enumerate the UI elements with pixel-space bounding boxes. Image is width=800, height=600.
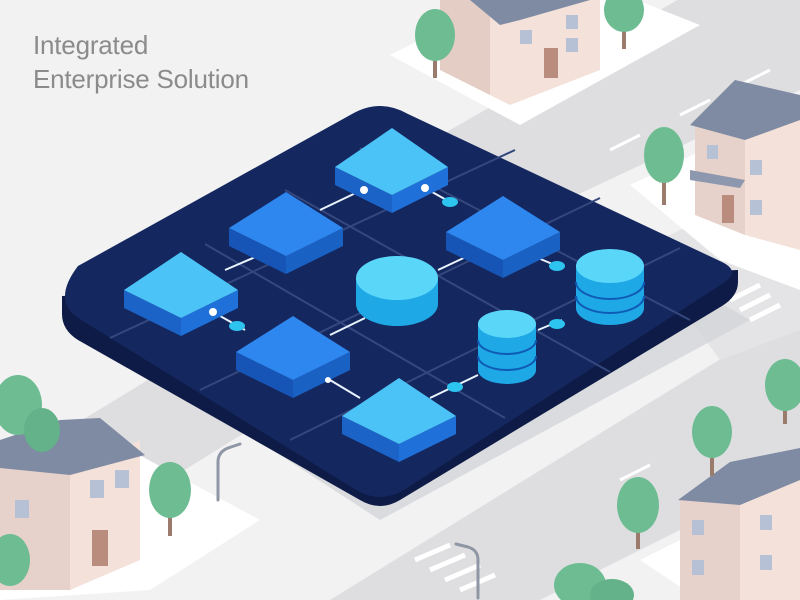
tree <box>604 0 644 49</box>
house-door <box>92 530 108 566</box>
house-roof <box>678 448 800 505</box>
connector-node <box>447 382 463 392</box>
house-window <box>750 160 762 175</box>
module-bottom-center <box>342 378 456 462</box>
house-window <box>115 470 129 488</box>
house-wall-front <box>740 478 800 600</box>
house-roof <box>470 0 590 25</box>
tree <box>692 406 732 476</box>
connector-node <box>421 184 429 192</box>
title-line-2: Enterprise Solution <box>33 64 249 94</box>
crosswalk-stripe <box>748 302 782 323</box>
tree <box>590 579 634 600</box>
crosswalk-stripe <box>738 292 772 313</box>
crosswalk-stripe <box>429 552 466 573</box>
house-window <box>692 560 704 575</box>
road-markings <box>414 68 782 593</box>
page-title: Integrated Enterprise Solution <box>33 28 249 96</box>
house-roof <box>690 80 800 140</box>
tree <box>765 359 800 424</box>
house-door <box>722 195 734 223</box>
module-upper-right <box>446 196 560 278</box>
house-window <box>750 200 762 215</box>
house-window <box>520 30 532 44</box>
databases <box>356 249 645 384</box>
house-window <box>15 500 29 518</box>
house-window <box>760 555 772 570</box>
house-window <box>760 515 772 530</box>
house-awning <box>690 170 745 188</box>
house-window <box>566 38 578 52</box>
database-right <box>575 249 645 325</box>
connector-node <box>229 321 245 331</box>
connector-nodes <box>209 184 565 392</box>
module-lower-left <box>236 316 350 398</box>
street-lamp <box>216 442 242 502</box>
tree <box>149 462 191 536</box>
street-lamps <box>216 442 480 600</box>
lane-dash <box>609 133 641 152</box>
house-door <box>544 48 558 78</box>
tree <box>24 408 60 452</box>
tree <box>415 9 455 78</box>
crosswalk-stripe <box>728 282 762 303</box>
title-line-1: Integrated <box>33 30 149 60</box>
house-right <box>690 80 800 250</box>
lane-dash <box>679 98 711 117</box>
module-upper-left <box>229 192 343 274</box>
connector-node <box>442 197 458 207</box>
tree <box>0 534 30 586</box>
grid-line <box>284 189 611 373</box>
tree <box>644 127 684 205</box>
house-bottom-left <box>0 418 145 590</box>
crosswalk-stripe <box>444 562 481 583</box>
house-window <box>707 145 718 159</box>
street-lamp <box>454 542 480 600</box>
house-bottom-right <box>678 448 800 600</box>
crosswalk-stripe <box>414 542 451 563</box>
connector-line <box>329 317 366 336</box>
lane-dash <box>619 463 651 482</box>
connector-node <box>209 308 217 316</box>
connector-node <box>325 377 331 383</box>
modules <box>124 128 560 462</box>
house-window <box>566 15 578 29</box>
connector-node <box>549 319 565 329</box>
connector-node <box>360 186 368 194</box>
house-top <box>440 0 600 105</box>
house-wall-side <box>680 500 740 600</box>
connector-node <box>549 261 565 271</box>
house-window <box>692 520 704 535</box>
database-lower-right <box>477 310 537 384</box>
house-window <box>90 480 104 498</box>
database-center <box>356 256 438 326</box>
connector-line <box>329 379 361 399</box>
tree <box>617 477 659 549</box>
